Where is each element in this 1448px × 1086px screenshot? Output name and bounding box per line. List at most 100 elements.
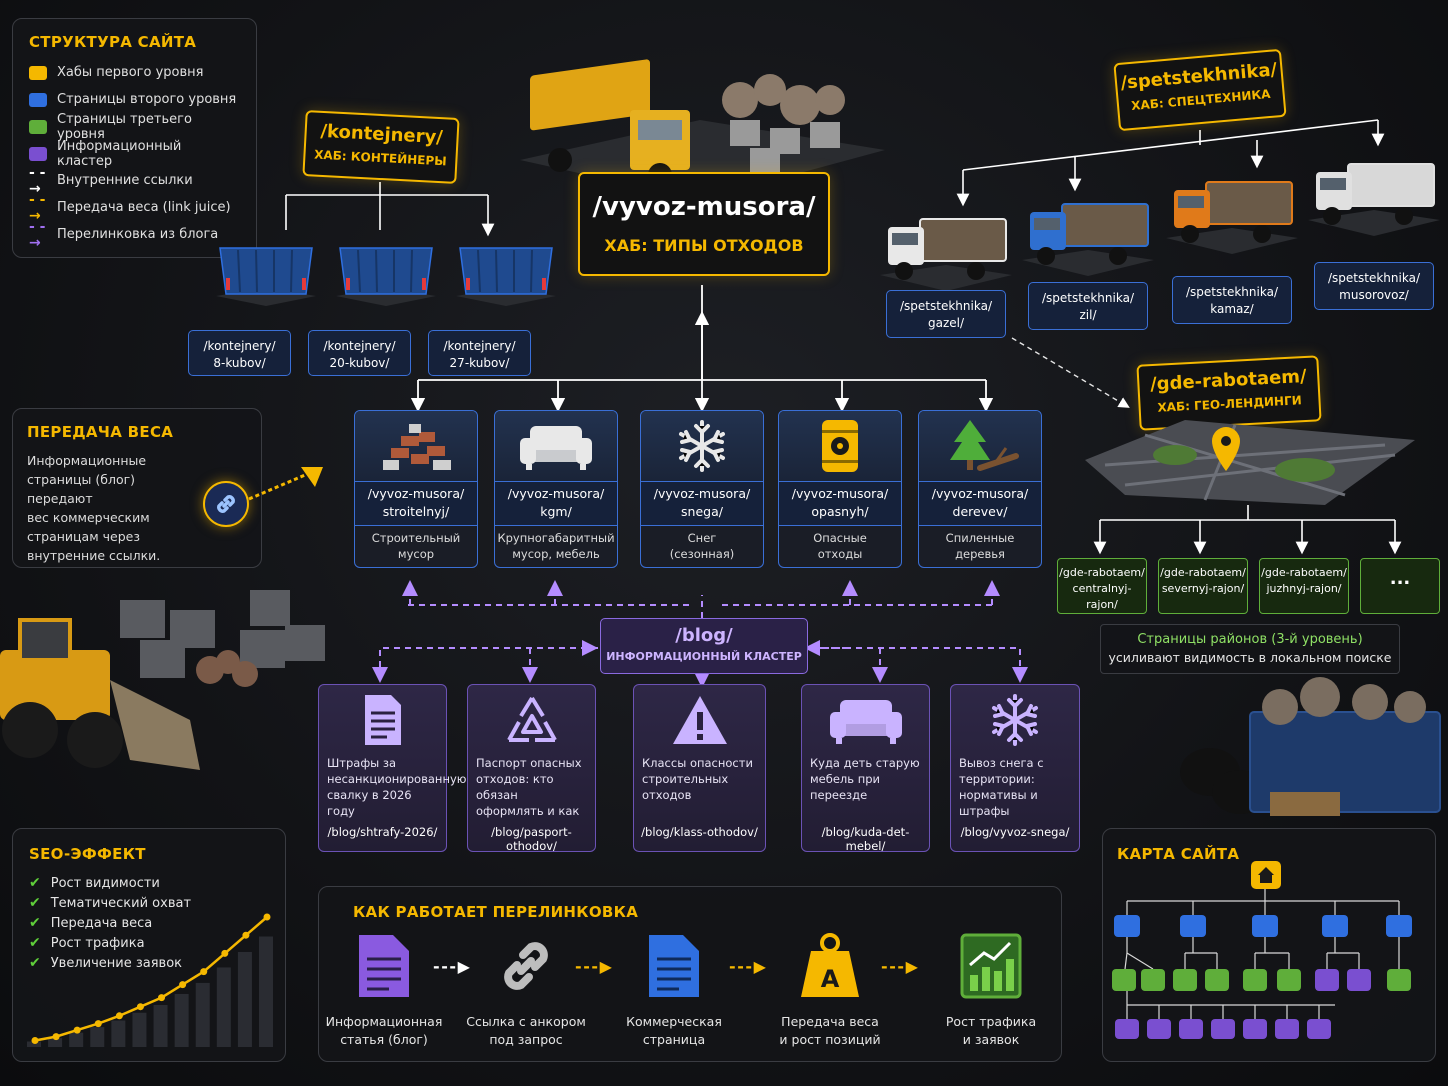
blog-post-title-line: отходов	[642, 788, 692, 802]
seo-title: SEO-ЭФФЕКТ	[29, 845, 146, 863]
legend-label: Перелинковка из блога	[57, 227, 219, 242]
geo-hub-subtitle: ХАБ: ГЕО-ЛЕНДИНГИ	[1157, 393, 1303, 415]
desc-line2: мусор	[397, 547, 435, 561]
how-step-line1: Рост трафика	[945, 1014, 1037, 1029]
page-path-line2: severnyj-rajon/	[1161, 582, 1245, 595]
page-path-line2: 27-kubov/	[449, 356, 510, 370]
blog-post-title-line: Паспорт опасных	[476, 756, 582, 770]
page-path-line2: musorovoz/	[1339, 288, 1409, 302]
container-page-label[interactable]: /kontejnery/8-kubov/	[188, 330, 291, 376]
blog-post-title-line: Вывоз снега с	[959, 756, 1044, 770]
city-map-image	[1085, 415, 1415, 505]
seo-bar	[174, 993, 189, 1047]
blog-post-path: /blog/shtrafy-2026/	[327, 825, 438, 839]
seo-panel: SEO-ЭФФЕКТ ✔Рост видимости✔Тематический …	[12, 828, 286, 1062]
truck-image	[880, 205, 1012, 291]
seo-item-label: Рост трафика	[50, 935, 145, 951]
map-pin-icon	[1212, 427, 1240, 471]
geo-page-label[interactable]: /gde-rabotaem/severnyj-rajon/	[1158, 558, 1248, 614]
tech-page-label[interactable]: /spetstekhnika/gazel/	[886, 290, 1006, 338]
page-path-line1: /vyvoz-musora/	[367, 486, 465, 501]
geo-more-button[interactable]: ...	[1360, 558, 1440, 614]
legend-item: - - →Внутренние ссылки	[29, 165, 240, 197]
containers-hub-box[interactable]: /kontejnery/ ХАБ: КОНТЕЙНЕРЫ	[302, 110, 460, 184]
container-page-label[interactable]: /kontejnery/27-kubov/	[428, 330, 531, 376]
weight-icon: A	[765, 927, 895, 1005]
geo-note: Страницы районов (3-й уровень) усиливают…	[1100, 624, 1400, 674]
page-path-line1: /vyvoz-musora/	[507, 486, 605, 501]
legend-swatch	[29, 92, 47, 107]
how-step-line2: и заявок	[962, 1032, 1020, 1047]
page-path-line1: /vyvoz-musora/	[791, 486, 889, 501]
seo-bar	[259, 936, 273, 1047]
waste-type-description: Снег(сезонная)	[641, 526, 763, 562]
page-path-line1: /spetstekhnika/	[1328, 271, 1420, 285]
seo-item-label: Увеличение заявок	[50, 955, 182, 971]
container-image	[456, 238, 556, 306]
tech-page-label[interactable]: /spetstekhnika/zil/	[1028, 282, 1148, 330]
containers-hub-subtitle: ХАБ: КОНТЕЙНЕРЫ	[313, 147, 447, 169]
container-page-label[interactable]: /kontejnery/20-kubov/	[308, 330, 411, 376]
seo-bar	[195, 982, 210, 1047]
legend-item: Страницы второго уровня	[29, 86, 240, 113]
tech-hub-box[interactable]: /spetstekhnika/ ХАБ: СПЕЦТЕХНИКА	[1113, 48, 1287, 132]
weight-arrow-icon	[248, 467, 323, 501]
seo-growth-point	[136, 1003, 144, 1011]
loader-image	[0, 580, 330, 790]
seo-growth-point	[200, 968, 208, 976]
waste-type-card[interactable]: /vyvoz-musora/snega/Снег(сезонная)	[640, 410, 764, 568]
step-arrow-icon: - - - ▶	[575, 957, 612, 976]
blog-post-title-line: свалку в 2026 году	[327, 788, 412, 818]
seo-growth-point	[94, 1020, 102, 1028]
page-path-line1: /vyvoz-musora/	[653, 486, 751, 501]
how-step-line1: Информационная	[325, 1014, 443, 1029]
legend-label: Информационный кластер	[57, 138, 182, 169]
blog-post-title-line: территории:	[959, 772, 1035, 786]
seo-growth-point	[221, 949, 229, 957]
how-step-line2: страница	[642, 1032, 706, 1047]
blog-doc-icon	[319, 927, 449, 1005]
tech-page-label[interactable]: /spetstekhnika/musorovoz/	[1314, 262, 1434, 310]
geo-page-label[interactable]: /gde-rabotaem/centralnyj-rajon/	[1057, 558, 1147, 614]
blog-hub-box[interactable]: /blog/ ИНФОРМАЦИОННЫЙ КЛАСТЕР	[600, 618, 808, 674]
waste-type-path: /vyvoz-musora/kgm/	[495, 481, 617, 526]
seo-bar	[48, 1038, 63, 1047]
page-path-line2: juzhnyj-rajon/	[1266, 582, 1342, 595]
geo-page-label[interactable]: /gde-rabotaem/juzhnyj-rajon/	[1259, 558, 1349, 614]
sofa-icon	[495, 411, 617, 481]
legend-swatch	[29, 65, 47, 80]
weight-title: ПЕРЕДАЧА ВЕСА	[27, 423, 174, 441]
tech-page-label[interactable]: /spetstekhnika/kamaz/	[1172, 276, 1292, 324]
commercial-doc-icon	[609, 927, 739, 1005]
page-path-line1: /gde-rabotaem/	[1059, 566, 1145, 579]
how-step-line1: Коммерческая	[626, 1014, 722, 1029]
desc-line2: (сезонная)	[669, 547, 735, 561]
blog-hub-path: /blog/	[675, 625, 733, 646]
main-hub-box[interactable]: /vyvoz-musora/ ХАБ: ТИПЫ ОТХОДОВ	[578, 172, 830, 276]
desc-line1: Спиленные	[945, 531, 1015, 545]
page-path-line2: zil/	[1079, 308, 1097, 322]
blog-post-path: /blog/vyvoz-snega/	[960, 825, 1070, 839]
desc-line2: мусор, мебель	[512, 547, 600, 561]
blog-post-title-line: несанкционированную	[327, 772, 467, 786]
seo-growth-point	[242, 931, 250, 939]
legend-label: Страницы третьего уровня	[57, 111, 192, 142]
